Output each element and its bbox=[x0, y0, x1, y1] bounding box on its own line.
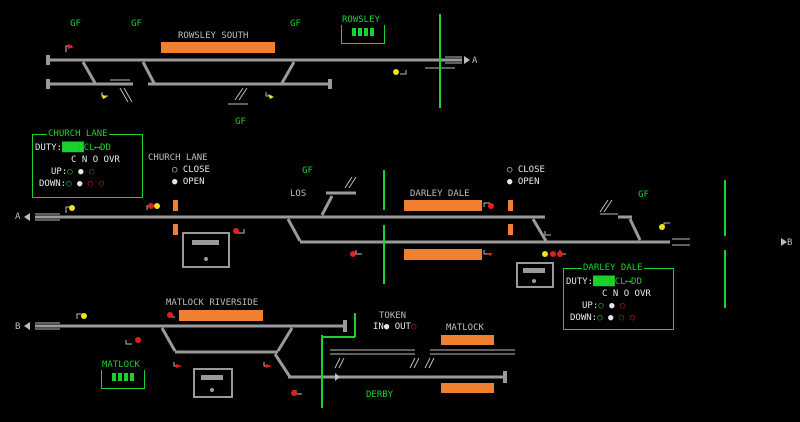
church-lane-col-headers: C N O OVR bbox=[71, 155, 120, 165]
station-name-matlock: MATLOCK bbox=[446, 323, 484, 333]
los-label: LOS bbox=[290, 189, 307, 199]
church-lane-crossing-close[interactable]: ○ CLOSE bbox=[172, 165, 210, 175]
line-end-a-top: A bbox=[472, 56, 478, 66]
matlock-crossover-east bbox=[276, 327, 294, 352]
church-lane-up-row[interactable]: UP:○ ● ○ bbox=[51, 167, 95, 177]
rowsley-crossover-3 bbox=[280, 61, 296, 84]
frame-label-matlock: MATLOCK bbox=[102, 360, 140, 370]
church-lane-panel: CHURCH LANE DUTY:████CL⟷DD C N O OVR UP:… bbox=[32, 129, 143, 198]
platform-derby bbox=[441, 383, 494, 393]
matlock-branch bbox=[273, 353, 292, 378]
line-end-b-left: B bbox=[15, 322, 21, 332]
ground-frame-1[interactable]: GF N● F○ bbox=[62, 19, 90, 39]
darley-dale-up-row[interactable]: UP:○ ● ○ bbox=[582, 301, 626, 311]
frame-box-rowsley[interactable] bbox=[341, 25, 385, 44]
platform-rowsley-south bbox=[161, 42, 275, 53]
darley-dale-crossing-box[interactable] bbox=[516, 262, 554, 288]
darley-siding-spur bbox=[320, 195, 334, 216]
platform-matlock-riverside bbox=[179, 310, 263, 321]
darley-dale-down-row[interactable]: DOWN:○ ● ○ ○ bbox=[570, 313, 636, 323]
station-name-matlock-riverside: MATLOCK RIVERSIDE bbox=[166, 298, 259, 308]
darley-dale-col-headers: C N O OVR bbox=[602, 289, 651, 299]
ground-frame-2[interactable]: GF N● F○ bbox=[123, 19, 151, 39]
token-title: TOKEN bbox=[379, 311, 407, 321]
line-end-b-right: B bbox=[787, 238, 793, 248]
church-lane-panel-title: CHURCH LANE bbox=[47, 129, 109, 139]
rowsley-crossover-2 bbox=[141, 61, 156, 84]
church-lane-crossing-title: CHURCH LANE bbox=[148, 153, 208, 163]
matlock-crossover-west bbox=[160, 327, 177, 352]
frame-label-rowsley: ROWSLEY bbox=[342, 15, 380, 25]
ground-frame-4[interactable]: GF N● F○ bbox=[227, 117, 255, 137]
matlock-crossing-box[interactable] bbox=[193, 368, 233, 398]
darley-east-siding-spur bbox=[628, 218, 642, 241]
frame-box-matlock[interactable] bbox=[101, 370, 145, 389]
platform-matlock bbox=[441, 335, 494, 345]
platform-darley-dale-down bbox=[404, 249, 482, 260]
darley-dale-panel-title: DARLEY DALE bbox=[582, 263, 644, 273]
station-name-darley-dale: DARLEY DALE bbox=[410, 189, 470, 199]
ground-frame-6[interactable]: GF N● F○ bbox=[630, 190, 658, 210]
darley-dale-panel: DARLEY DALE DUTY:████CL⟷DD C N O OVR UP:… bbox=[563, 263, 674, 330]
line-end-a-left: A bbox=[15, 212, 21, 222]
church-lane-crossing-box[interactable] bbox=[182, 232, 230, 268]
station-name-rowsley-south: ROWSLEY SOUTH bbox=[178, 31, 249, 41]
ground-frame-3[interactable]: GF N● F○ bbox=[282, 19, 310, 39]
darley-dale-crossing-open[interactable]: ● OPEN bbox=[507, 177, 540, 187]
platform-darley-dale-up bbox=[404, 200, 482, 211]
church-lane-crossing-open[interactable]: ● OPEN bbox=[172, 177, 205, 187]
ground-frame-5[interactable]: GF N● F○ bbox=[294, 166, 322, 186]
darley-crossover-west bbox=[286, 218, 302, 242]
church-lane-duty-row[interactable]: DUTY:████CL⟷DD bbox=[35, 143, 111, 153]
rowsley-crossover-1 bbox=[81, 61, 97, 84]
token-controls[interactable]: IN● OUT○ bbox=[373, 322, 417, 332]
church-lane-down-row[interactable]: DOWN:○ ● ○ ○ bbox=[39, 179, 105, 189]
darley-dale-duty-row[interactable]: DUTY:████CL⟷DD bbox=[566, 277, 642, 287]
darley-crossover-east bbox=[531, 218, 548, 242]
station-name-derby: DERBY bbox=[366, 390, 394, 400]
darley-dale-crossing-close[interactable]: ○ CLOSE bbox=[507, 165, 545, 175]
